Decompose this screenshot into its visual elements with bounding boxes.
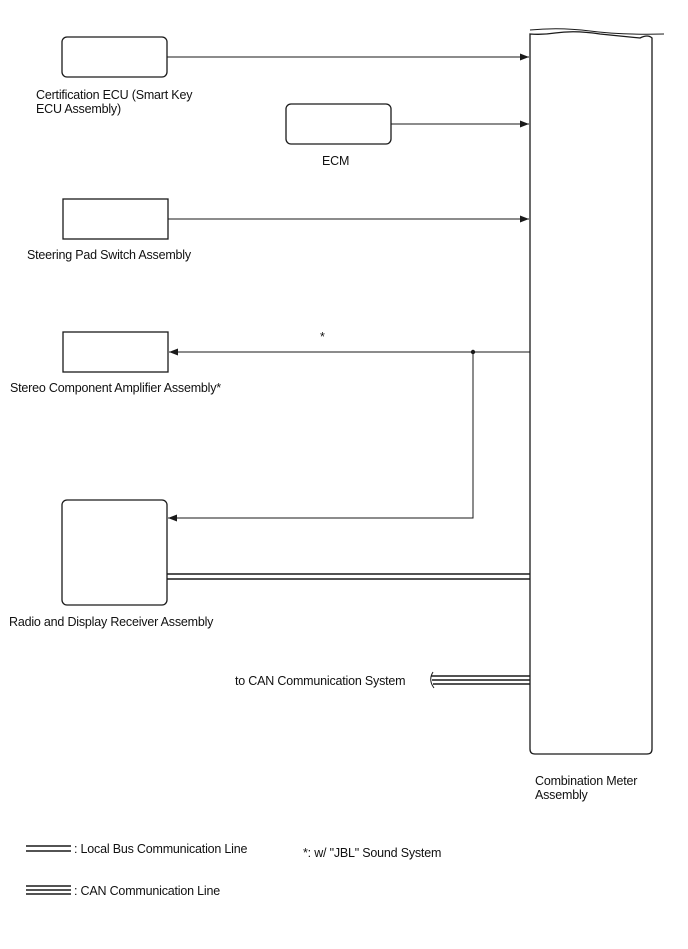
steering-pad-switch-box	[62, 198, 169, 240]
combination-meter-box	[529, 31, 653, 755]
combination-meter-wavy-edge	[529, 28, 665, 35]
receiver-signal-line	[168, 352, 474, 522]
radio-display-receiver-box	[61, 499, 168, 606]
stereo-amplifier-label: Stereo Component Amplifier Assembly*	[10, 381, 221, 395]
steering-pad-switch-label: Steering Pad Switch Assembly	[27, 248, 191, 262]
legend-local-bus-label: : Local Bus Communication Line	[74, 842, 248, 856]
can-break-mark	[430, 671, 435, 689]
legend-can-label: : CAN Communication Line	[74, 884, 220, 898]
radio-display-receiver-label: Radio and Display Receiver Assembly	[9, 615, 214, 629]
to-can-label: to CAN Communication System	[235, 674, 406, 688]
legend-note-label: *: w/ "JBL" Sound System	[303, 846, 442, 860]
certification-ecu-box	[61, 36, 168, 78]
ecm-label: ECM	[322, 154, 350, 168]
stereo-amplifier-box	[62, 331, 169, 373]
combination-meter-label: Combination Meter Assembly	[535, 774, 638, 802]
certification-ecu-label: Certification ECU (Smart Key ECU Assembl…	[36, 88, 193, 116]
ecm-box	[285, 103, 392, 145]
asterisk-label: *	[320, 330, 325, 344]
